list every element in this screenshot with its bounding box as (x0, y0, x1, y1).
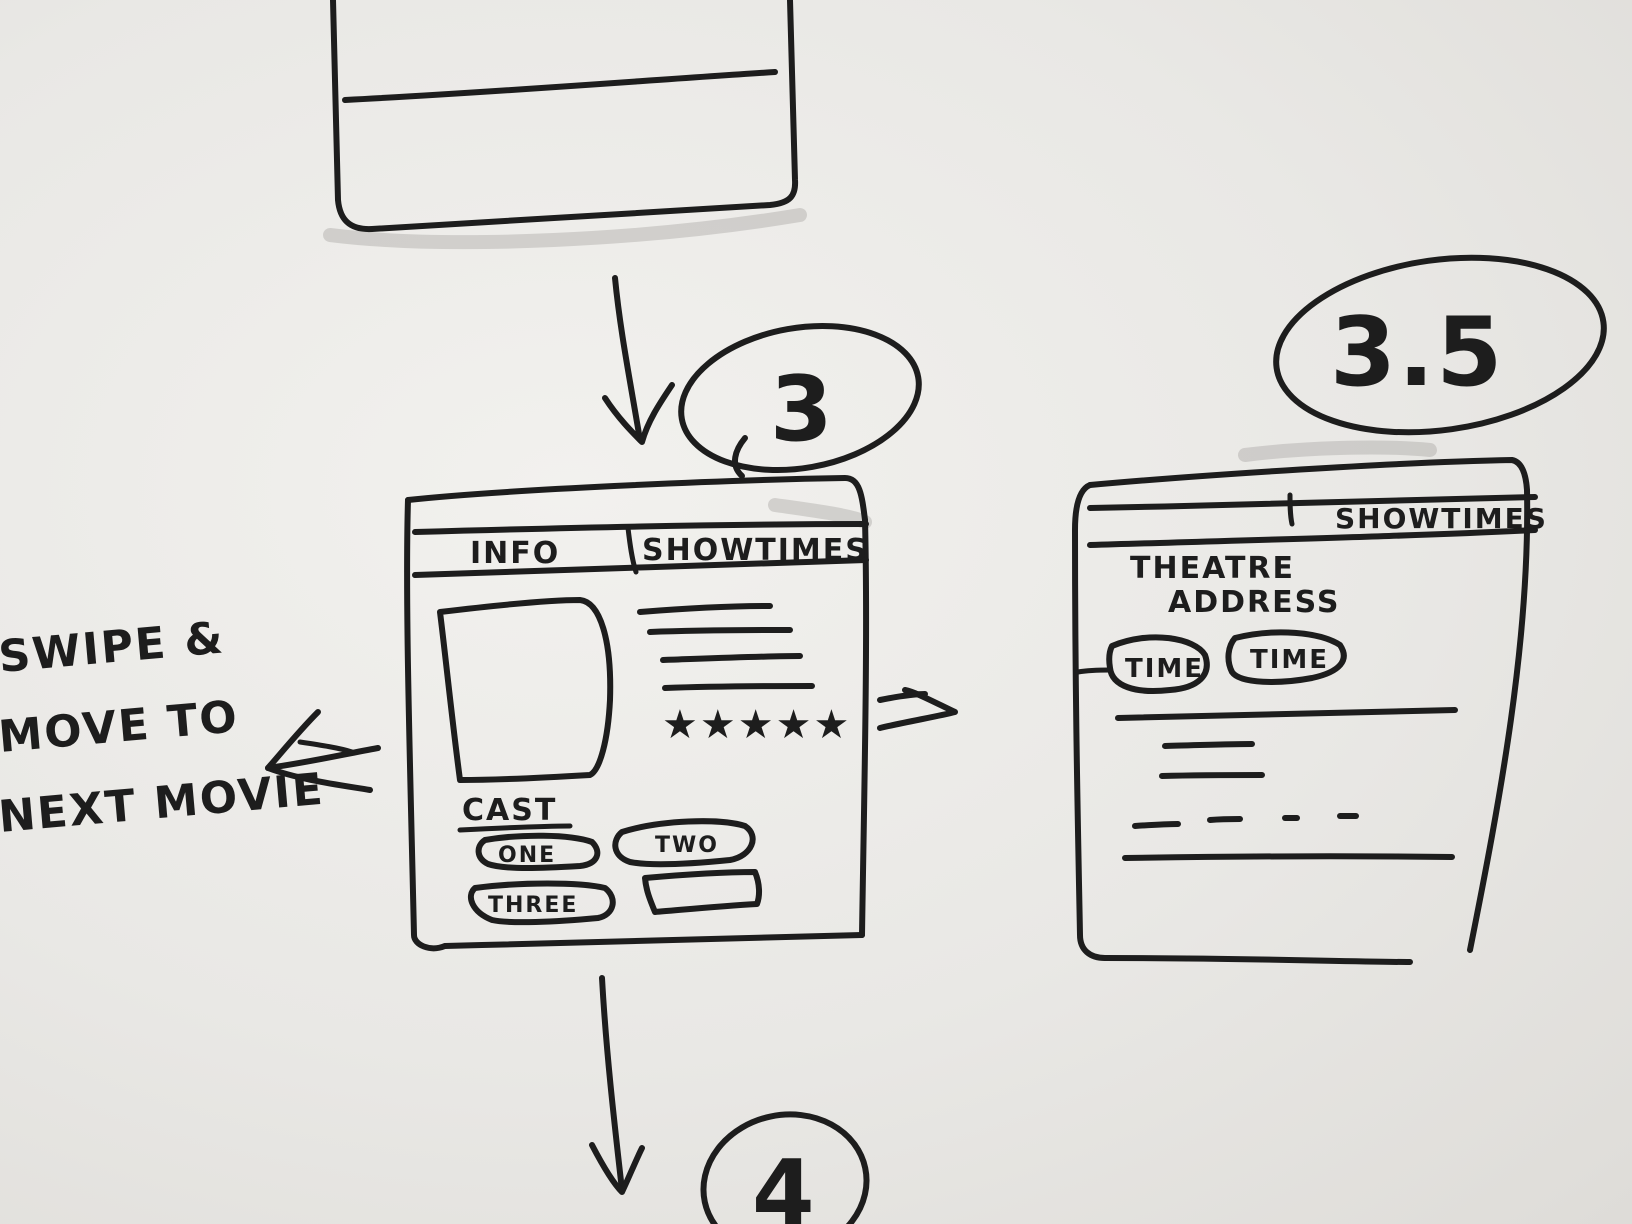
theatre-name: THEATRE (1130, 551, 1295, 586)
movie-description-lines (637, 603, 815, 691)
svg-text:THREE: THREE (488, 893, 578, 918)
svg-text:TIME: TIME (1250, 645, 1329, 675)
showtime-chip-2[interactable]: TIME (1225, 629, 1347, 685)
screen-3-frame (404, 475, 872, 952)
tab-showtimes-active[interactable]: SHOWTIMES (1335, 502, 1548, 535)
step-4-label: 4 (752, 1141, 817, 1224)
cast-chip-empty[interactable] (642, 869, 763, 915)
swipe-note-line-3: NEXT MOVIE (0, 764, 326, 843)
tab-info[interactable]: INFO (470, 536, 560, 571)
step-3-badge: 3 (678, 322, 922, 479)
cast-chip-three[interactable]: THREE (468, 880, 616, 926)
swipe-note-line-1: SWIPE & (0, 612, 227, 683)
theatre-address: ADDRESS (1168, 585, 1340, 620)
previous-screen-frame (323, 0, 807, 250)
svg-text:TWO: TWO (655, 833, 719, 858)
arrow-down-to-screen-3 (602, 275, 675, 445)
cast-heading: CAST (462, 793, 557, 828)
cast-chip-one[interactable]: ONE (475, 832, 601, 871)
arrow-down-to-step-4 (589, 975, 645, 1195)
svg-text:TIME: TIME (1125, 654, 1204, 684)
step-3-5-badge: 3.5 (1273, 254, 1607, 436)
screen-3-5-frame (1072, 440, 1538, 965)
showtime-chip-1[interactable]: TIME (1106, 634, 1210, 694)
movie-poster-placeholder (437, 597, 614, 783)
swipe-note-line-2: MOVE TO (0, 691, 241, 763)
showtimes-list-lines (1115, 707, 1458, 861)
svg-text:ONE: ONE (498, 843, 556, 868)
swipe-back-arrow (265, 709, 381, 793)
cast-chip-two[interactable]: TWO (612, 818, 756, 868)
tab-showtimes[interactable]: SHOWTIMES (642, 533, 869, 568)
step-3-5-label: 3.5 (1330, 298, 1504, 408)
arrow-right-to-screen-3-5 (877, 687, 958, 731)
step-4-badge: 4 (700, 1111, 870, 1224)
step-3-label: 3 (770, 357, 835, 462)
rating-stars: ★★★★★ (662, 702, 851, 748)
